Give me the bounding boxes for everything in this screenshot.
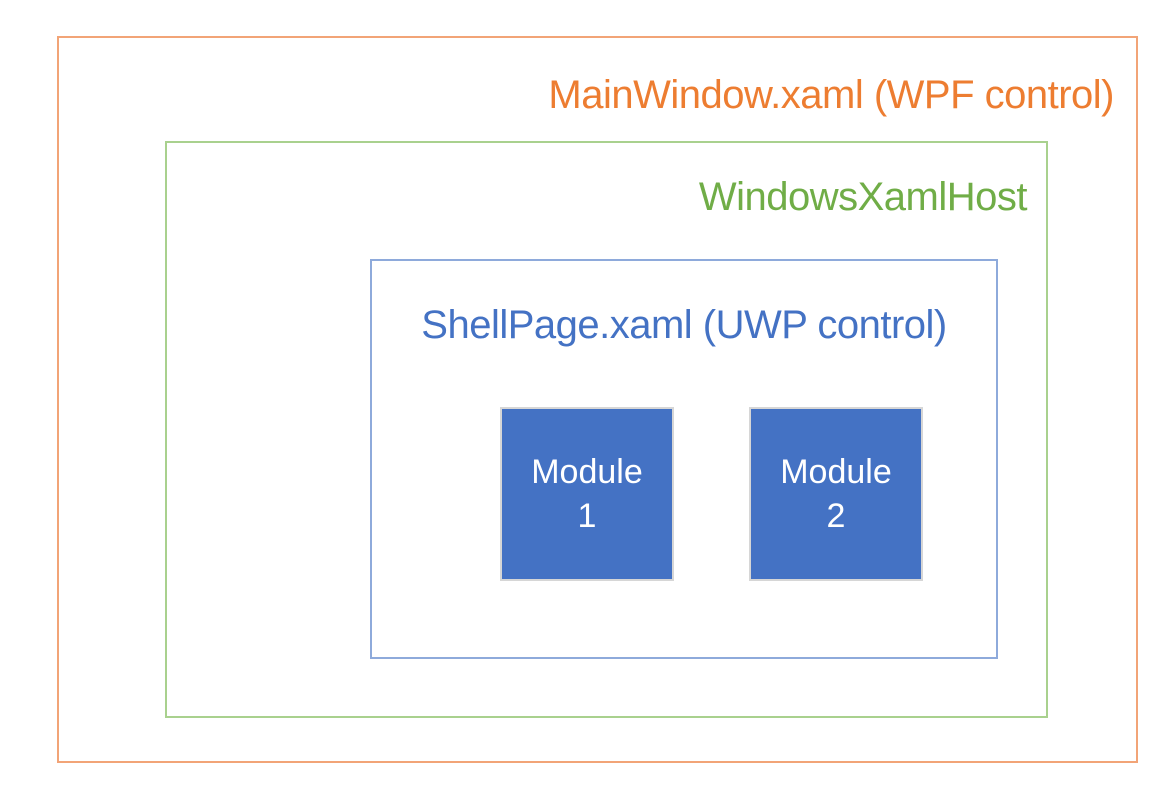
module-2-box: Module 2 xyxy=(749,407,923,581)
mainwindow-box xyxy=(57,36,1138,763)
shellpage-box xyxy=(370,259,998,659)
windowsxamlhost-label: WindowsXamlHost xyxy=(698,175,1028,219)
module-2-label-line2: 2 xyxy=(826,497,846,535)
windowsxamlhost-box xyxy=(165,141,1048,718)
mainwindow-label: MainWindow.xaml (WPF control) xyxy=(548,73,1114,117)
shellpage-label: ShellPage.xaml (UWP control) xyxy=(421,303,947,347)
module-1-label-line2: 1 xyxy=(577,497,597,535)
module-2-label-line1: Module xyxy=(780,453,892,491)
module-1-label-line1: Module xyxy=(531,453,643,491)
module-1-box: Module 1 xyxy=(500,407,674,581)
